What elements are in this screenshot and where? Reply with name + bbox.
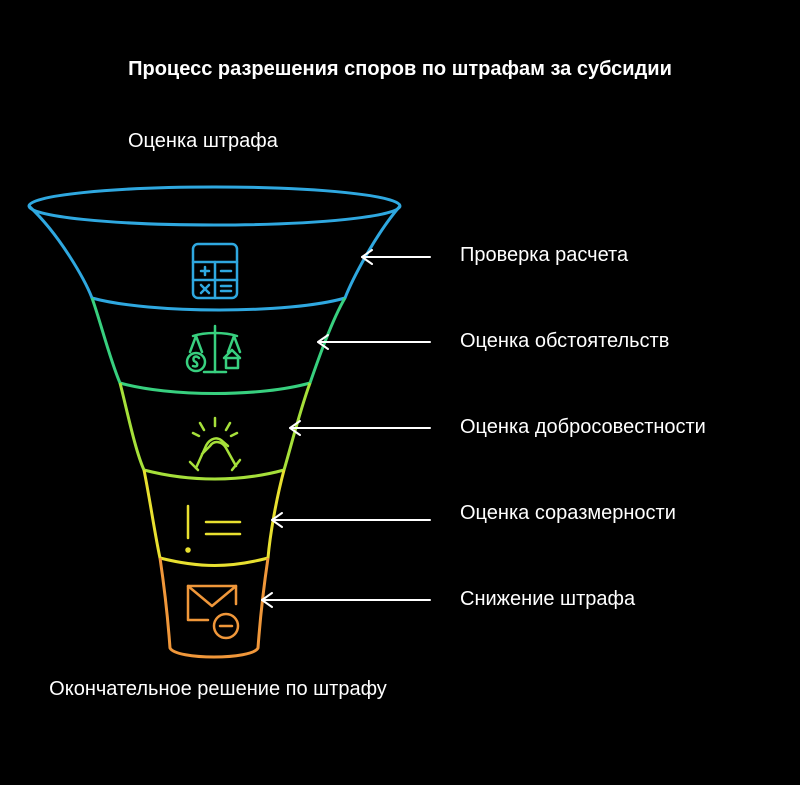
funnel-segment-1 <box>27 185 402 312</box>
stage-label-circumstances: Оценка обстоятельств <box>460 330 670 352</box>
funnel-output-label: Окончательное решение по штрафу <box>49 678 387 700</box>
stage-label-reduction: Снижение штрафа <box>460 588 636 610</box>
diagram-title: Процесс разрешения споров по штрафам за … <box>128 58 672 80</box>
funnel-segment-4 <box>142 469 286 567</box>
stage-label-good-faith: Оценка добросовестности <box>460 416 706 438</box>
arrow-stage-1 <box>361 249 431 265</box>
handshake-icon <box>188 416 242 472</box>
envelope-minus-icon <box>186 584 240 640</box>
funnel-rim <box>27 185 402 227</box>
scales-money-house-icon <box>185 324 242 374</box>
exclamation-list-icon <box>185 504 242 553</box>
funnel-segment-5 <box>158 557 270 659</box>
funnel-input-label: Оценка штрафа <box>128 130 278 152</box>
calculator-icon <box>191 242 239 300</box>
funnel-segment-2 <box>90 297 347 395</box>
arrow-stage-3 <box>289 420 431 436</box>
arrow-stage-4 <box>271 512 431 528</box>
funnel-segment-3 <box>118 382 312 481</box>
arrow-stage-5 <box>261 592 431 608</box>
stage-label-proportionality: Оценка соразмерности <box>460 502 676 524</box>
stage-label-verification: Проверка расчета <box>460 244 629 266</box>
arrow-stage-2 <box>317 334 431 350</box>
